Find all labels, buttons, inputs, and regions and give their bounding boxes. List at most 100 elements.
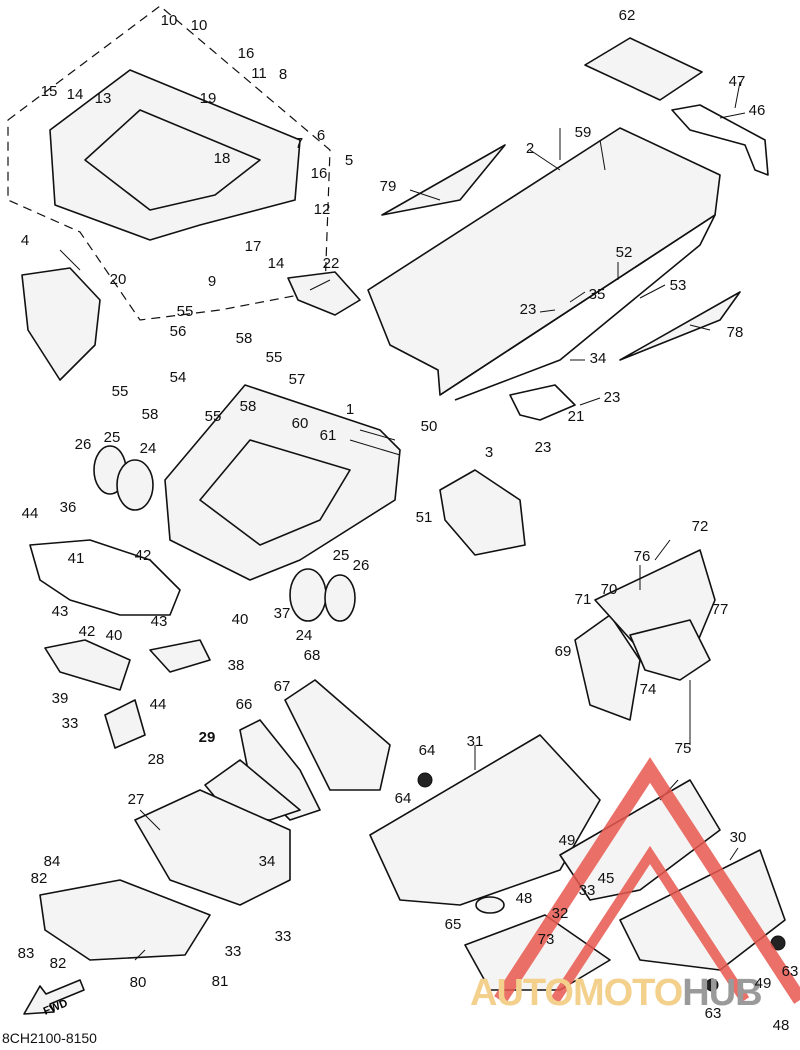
callout-39: 39 (52, 690, 69, 707)
part-62-cover-plate (584, 37, 703, 101)
part-38-bracket (149, 639, 211, 673)
callout-23b: 23 (604, 389, 621, 406)
part-36-tube-loop (29, 539, 181, 616)
callout-74: 74 (640, 681, 657, 698)
callout-46: 46 (749, 102, 766, 119)
callout-42a: 42 (135, 547, 152, 564)
callout-42b: 42 (79, 623, 96, 640)
callout-33a: 33 (62, 715, 79, 732)
part-21-bracket (509, 384, 576, 421)
callout-21: 21 (568, 408, 585, 425)
part-74-cup (629, 619, 711, 681)
callout-27: 27 (128, 791, 145, 808)
watermark-segment-hub: HUB (682, 972, 761, 1014)
part-25-flange-right (324, 574, 356, 622)
callout-48b: 48 (773, 1017, 790, 1034)
callout-34b: 34 (259, 853, 276, 870)
callout-24a: 24 (140, 440, 157, 457)
callout-76: 76 (634, 548, 651, 565)
callout-50: 50 (421, 418, 438, 435)
callout-38: 38 (228, 657, 245, 674)
callout-43b: 43 (151, 613, 168, 630)
callout-55c: 55 (112, 383, 129, 400)
callout-61: 61 (320, 427, 337, 444)
part-78-strip (619, 291, 741, 361)
watermark-text: AUTOMOTOHUB (470, 972, 762, 1014)
callout-66: 66 (236, 696, 253, 713)
callout-80: 80 (130, 974, 147, 991)
callout-2: 2 (526, 140, 534, 157)
callout-19: 19 (200, 90, 217, 107)
callout-34a: 34 (590, 350, 607, 367)
callout-26b: 26 (353, 557, 370, 574)
callout-58c: 58 (142, 406, 159, 423)
part-22-bracket (287, 271, 361, 316)
callout-6: 6 (317, 127, 325, 144)
fwd-arrow-icon (23, 979, 85, 1015)
part-39-bracket (44, 639, 131, 691)
callout-71: 71 (575, 591, 592, 608)
callout-68: 68 (304, 647, 321, 664)
callout-25a: 25 (104, 429, 121, 446)
callout-9: 9 (208, 273, 216, 290)
callout-49b: 49 (755, 975, 772, 992)
callout-64a: 64 (419, 742, 436, 759)
callout-14a: 14 (67, 86, 84, 103)
callout-26a: 26 (75, 436, 92, 453)
part-4-panel (21, 267, 101, 381)
callout-56: 56 (170, 323, 187, 340)
callout-59: 59 (575, 124, 592, 141)
callout-55d: 55 (205, 408, 222, 425)
callout-5: 5 (345, 152, 353, 169)
callout-73: 73 (538, 931, 555, 948)
fwd-label-box: FWD (24, 985, 86, 1021)
callout-44b: 44 (150, 696, 167, 713)
callout-4: 4 (21, 232, 29, 249)
part-30-panel (619, 849, 786, 971)
callout-40b: 40 (232, 611, 249, 628)
callout-58a: 58 (236, 330, 253, 347)
watermark-logo (494, 757, 800, 1004)
callout-13: 13 (95, 90, 112, 107)
callout-77: 77 (712, 601, 729, 618)
callout-63a: 63 (782, 963, 799, 980)
callout-24b: 24 (296, 627, 313, 644)
callout-10a: 10 (161, 12, 178, 29)
callout-58b: 58 (240, 398, 257, 415)
part-46-bracket (671, 104, 769, 176)
part-1-front-frame (164, 384, 401, 581)
callout-82a: 82 (31, 870, 48, 887)
callout-43a: 43 (52, 603, 69, 620)
callout-7: 7 (295, 135, 303, 152)
part-31-lower-cover (369, 734, 601, 906)
callout-70: 70 (601, 581, 618, 598)
callout-37: 37 (274, 605, 291, 622)
part-80-skid-plate (39, 879, 211, 961)
watermark-segment-automoto: AUTOMOTO (470, 972, 682, 1014)
callout-78: 78 (727, 324, 744, 341)
callout-55a: 55 (177, 303, 194, 320)
callout-10b: 10 (191, 17, 208, 34)
callout-8: 8 (279, 66, 287, 83)
callout-29: 29 (199, 729, 216, 746)
part-64-grommet-upper (417, 772, 433, 788)
callout-62: 62 (619, 7, 636, 24)
callout-72: 72 (692, 518, 709, 535)
callout-60: 60 (292, 415, 309, 432)
leader-lines (59, 81, 746, 961)
part-79-strip (381, 144, 506, 216)
callout-45: 45 (598, 870, 615, 887)
callout-20: 20 (110, 271, 127, 288)
callout-28: 28 (148, 751, 165, 768)
part-27-front-panel (134, 789, 291, 906)
part-2-underside (439, 214, 716, 401)
callout-31: 31 (467, 733, 484, 750)
part-5-radiator-frame (49, 69, 301, 241)
fwd-label: FWD (42, 997, 70, 1018)
callout-69: 69 (555, 643, 572, 660)
part-28-bracket (104, 699, 146, 749)
part-2-tunnel-frame (367, 127, 721, 396)
callout-41: 41 (68, 550, 85, 567)
callout-14b: 14 (268, 255, 285, 272)
